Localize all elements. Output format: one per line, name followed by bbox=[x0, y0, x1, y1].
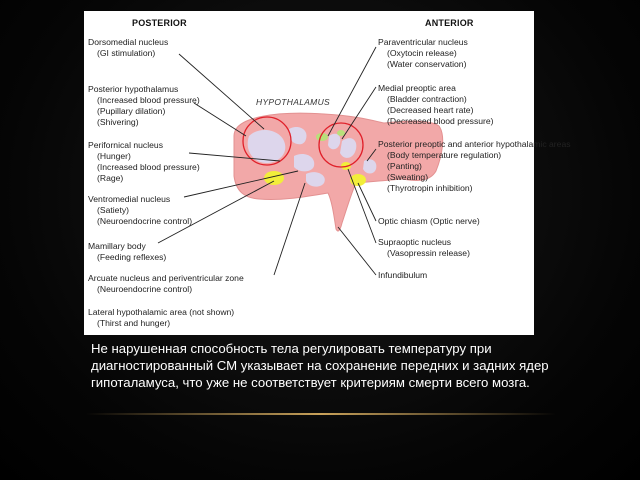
caption-line-3: гипоталамуса, что уже не соответствует к… bbox=[91, 375, 530, 390]
green-nucleus-2 bbox=[337, 130, 345, 136]
caption-line-1: Не нарушенная способность тела регулиров… bbox=[91, 341, 492, 356]
green-nucleus bbox=[316, 133, 328, 141]
right-leader-lines bbox=[327, 46, 377, 276]
posterior-header: POSTERIOR bbox=[132, 18, 187, 28]
left-leader-lines bbox=[157, 53, 306, 276]
hypothalamus-body bbox=[233, 112, 444, 232]
anterior-highlight-circle bbox=[318, 122, 364, 168]
ventromedial-nucleus bbox=[306, 172, 325, 187]
label-mamillary-body: Mamillary body (Feeding reflexes) bbox=[88, 241, 167, 262]
label-posterior-preoptic-areas: Posterior preoptic and anterior hypothal… bbox=[378, 139, 571, 193]
label-lateral-hypothalamic-area: Lateral hypothalamic area (not shown) (T… bbox=[88, 307, 235, 328]
label-ventromedial-nucleus: Ventromedial nucleus (Satiety) (Neuroend… bbox=[88, 194, 193, 226]
gold-divider bbox=[86, 413, 556, 415]
posterior-nucleus bbox=[247, 129, 286, 163]
label-arcuate-nucleus: Arcuate nucleus and periventricular zone… bbox=[88, 273, 244, 294]
caption-line-2: диагностированный СМ указывает на сохран… bbox=[91, 358, 549, 373]
hypothalamus-illustration bbox=[157, 46, 444, 276]
slide-caption: Не нарушенная способность тела регулиров… bbox=[91, 340, 571, 391]
hypothalamus-diagram: POSTERIOR ANTERIOR HYPOTHALAMUS Dorsomed… bbox=[84, 11, 571, 335]
posterior-highlight-circle bbox=[242, 116, 292, 166]
label-paraventricular-nucleus: Paraventricular nucleus (Oxytocin releas… bbox=[378, 37, 468, 69]
label-medial-preoptic-area: Medial preoptic area (Bladder contractio… bbox=[378, 83, 494, 126]
label-posterior-hypothalamus: Posterior hypothalamus (Increased blood … bbox=[88, 84, 200, 127]
label-dorsomedial-nucleus: Dorsomedial nucleus (GI stimulation) bbox=[88, 37, 169, 58]
hypothalamus-label: HYPOTHALAMUS bbox=[256, 97, 330, 107]
label-perifornical-nucleus: Perifornical nucleus (Hunger) (Increased… bbox=[88, 140, 200, 183]
dorsomedial-nucleus bbox=[289, 127, 307, 145]
label-optic-chiasm: Optic chiasm (Optic nerve) bbox=[378, 216, 480, 226]
anterior-header: ANTERIOR bbox=[425, 18, 474, 28]
paraventricular-nucleus bbox=[328, 133, 341, 150]
label-infundibulum: Infundibulum bbox=[378, 270, 428, 280]
label-supraoptic-nucleus: Supraoptic nucleus (Vasopressin release) bbox=[378, 237, 470, 258]
preoptic-nucleus bbox=[340, 138, 357, 158]
perifornical-nucleus bbox=[294, 154, 315, 172]
anterior-nucleus bbox=[363, 159, 377, 174]
mamillary-body bbox=[264, 171, 284, 185]
optic-chiasm bbox=[350, 174, 366, 186]
